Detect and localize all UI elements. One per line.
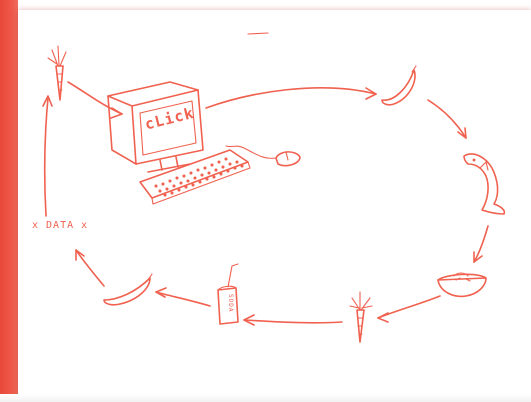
banana-icon-bottom (104, 274, 152, 305)
keyboard-icon (140, 150, 250, 204)
arrow-dolphin-to-bowl (474, 226, 488, 262)
arrow-carrot-to-computer (68, 82, 122, 118)
carrot-icon-bottom (350, 292, 372, 342)
arrow-data-to-carrot (43, 96, 52, 216)
banana-icon (382, 66, 416, 105)
data-label: x DATA x (32, 220, 88, 231)
soda-can-label: SODA (227, 294, 234, 312)
bowl-icon (438, 273, 486, 296)
arrow-banana-to-dolphin (428, 100, 466, 138)
arrow-banana-to-data (76, 250, 104, 286)
arrow-carrot-to-can (244, 315, 342, 325)
bottom-edge (0, 394, 531, 402)
dolphin-icon (464, 154, 504, 214)
carrot-icon (48, 46, 66, 100)
top-mark (248, 33, 268, 34)
arrow-bowl-to-carrot (378, 296, 440, 322)
arrow-computer-to-banana (206, 88, 376, 108)
arrow-can-to-banana (156, 288, 210, 306)
